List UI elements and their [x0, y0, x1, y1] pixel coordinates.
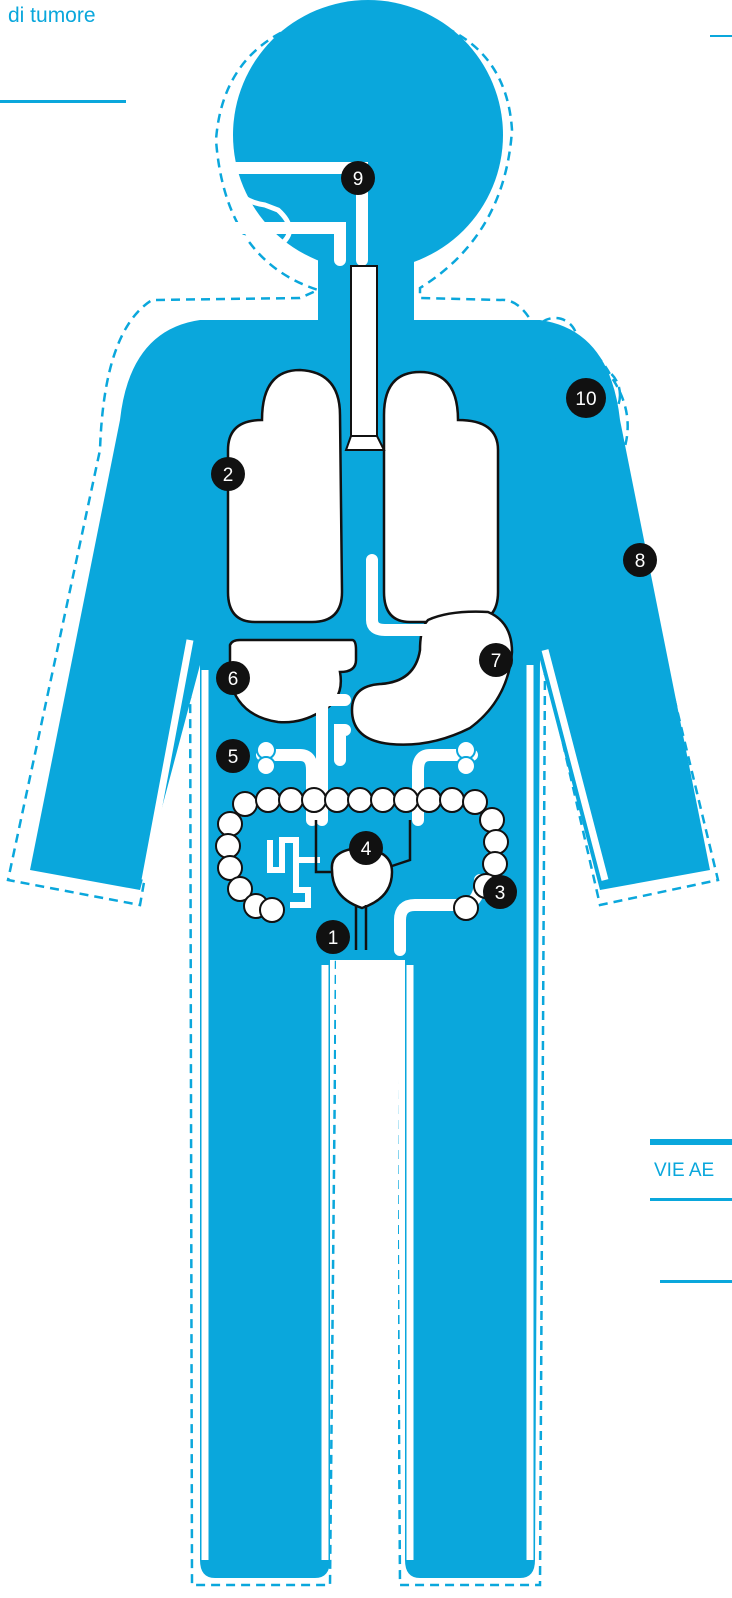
right-lung	[382, 370, 500, 624]
badge-9: 9	[341, 161, 375, 195]
badge-2-label: 2	[223, 465, 234, 486]
badge-2: 2	[211, 457, 245, 491]
top-right-rule	[710, 35, 732, 37]
badge-7-label: 7	[491, 651, 502, 672]
side-label: VIE AE	[654, 1160, 715, 1181]
organs	[226, 368, 514, 910]
badge-5-label: 5	[228, 747, 239, 768]
caption-rule	[0, 100, 126, 103]
body-inner-lines	[141, 639, 609, 1560]
bladder	[330, 846, 394, 910]
badge-1-label: 1	[328, 928, 339, 949]
badge-10: 10	[566, 378, 606, 418]
leg-gap	[336, 960, 398, 1580]
airways	[226, 162, 486, 956]
badge-5: 5	[216, 739, 250, 773]
badge-3: 3	[483, 875, 517, 909]
stomach	[350, 610, 514, 746]
side-rule-middle	[650, 1198, 732, 1201]
side-rule-bottom	[660, 1280, 732, 1283]
colon	[215, 787, 509, 923]
badge-6-label: 6	[228, 669, 239, 690]
badge-7: 7	[479, 643, 513, 677]
side-rule-top	[650, 1139, 732, 1145]
bronchi	[344, 435, 386, 451]
badge-8: 8	[623, 543, 657, 577]
badges: 1 2 3 4 5 6 7 8 9 10	[211, 161, 657, 954]
badge-4: 4	[349, 831, 383, 865]
badge-4-label: 4	[361, 839, 372, 860]
ureters	[314, 820, 412, 950]
caption-text: di tumore	[8, 4, 96, 27]
left-lung	[226, 368, 344, 624]
badge-8-label: 8	[635, 551, 646, 572]
badge-1: 1	[316, 920, 350, 954]
badge-9-label: 9	[353, 169, 364, 190]
trachea	[350, 265, 378, 437]
kidneys	[256, 740, 476, 776]
badge-3-label: 3	[495, 883, 506, 904]
badge-10-label: 10	[575, 389, 596, 410]
badge-6: 6	[216, 661, 250, 695]
